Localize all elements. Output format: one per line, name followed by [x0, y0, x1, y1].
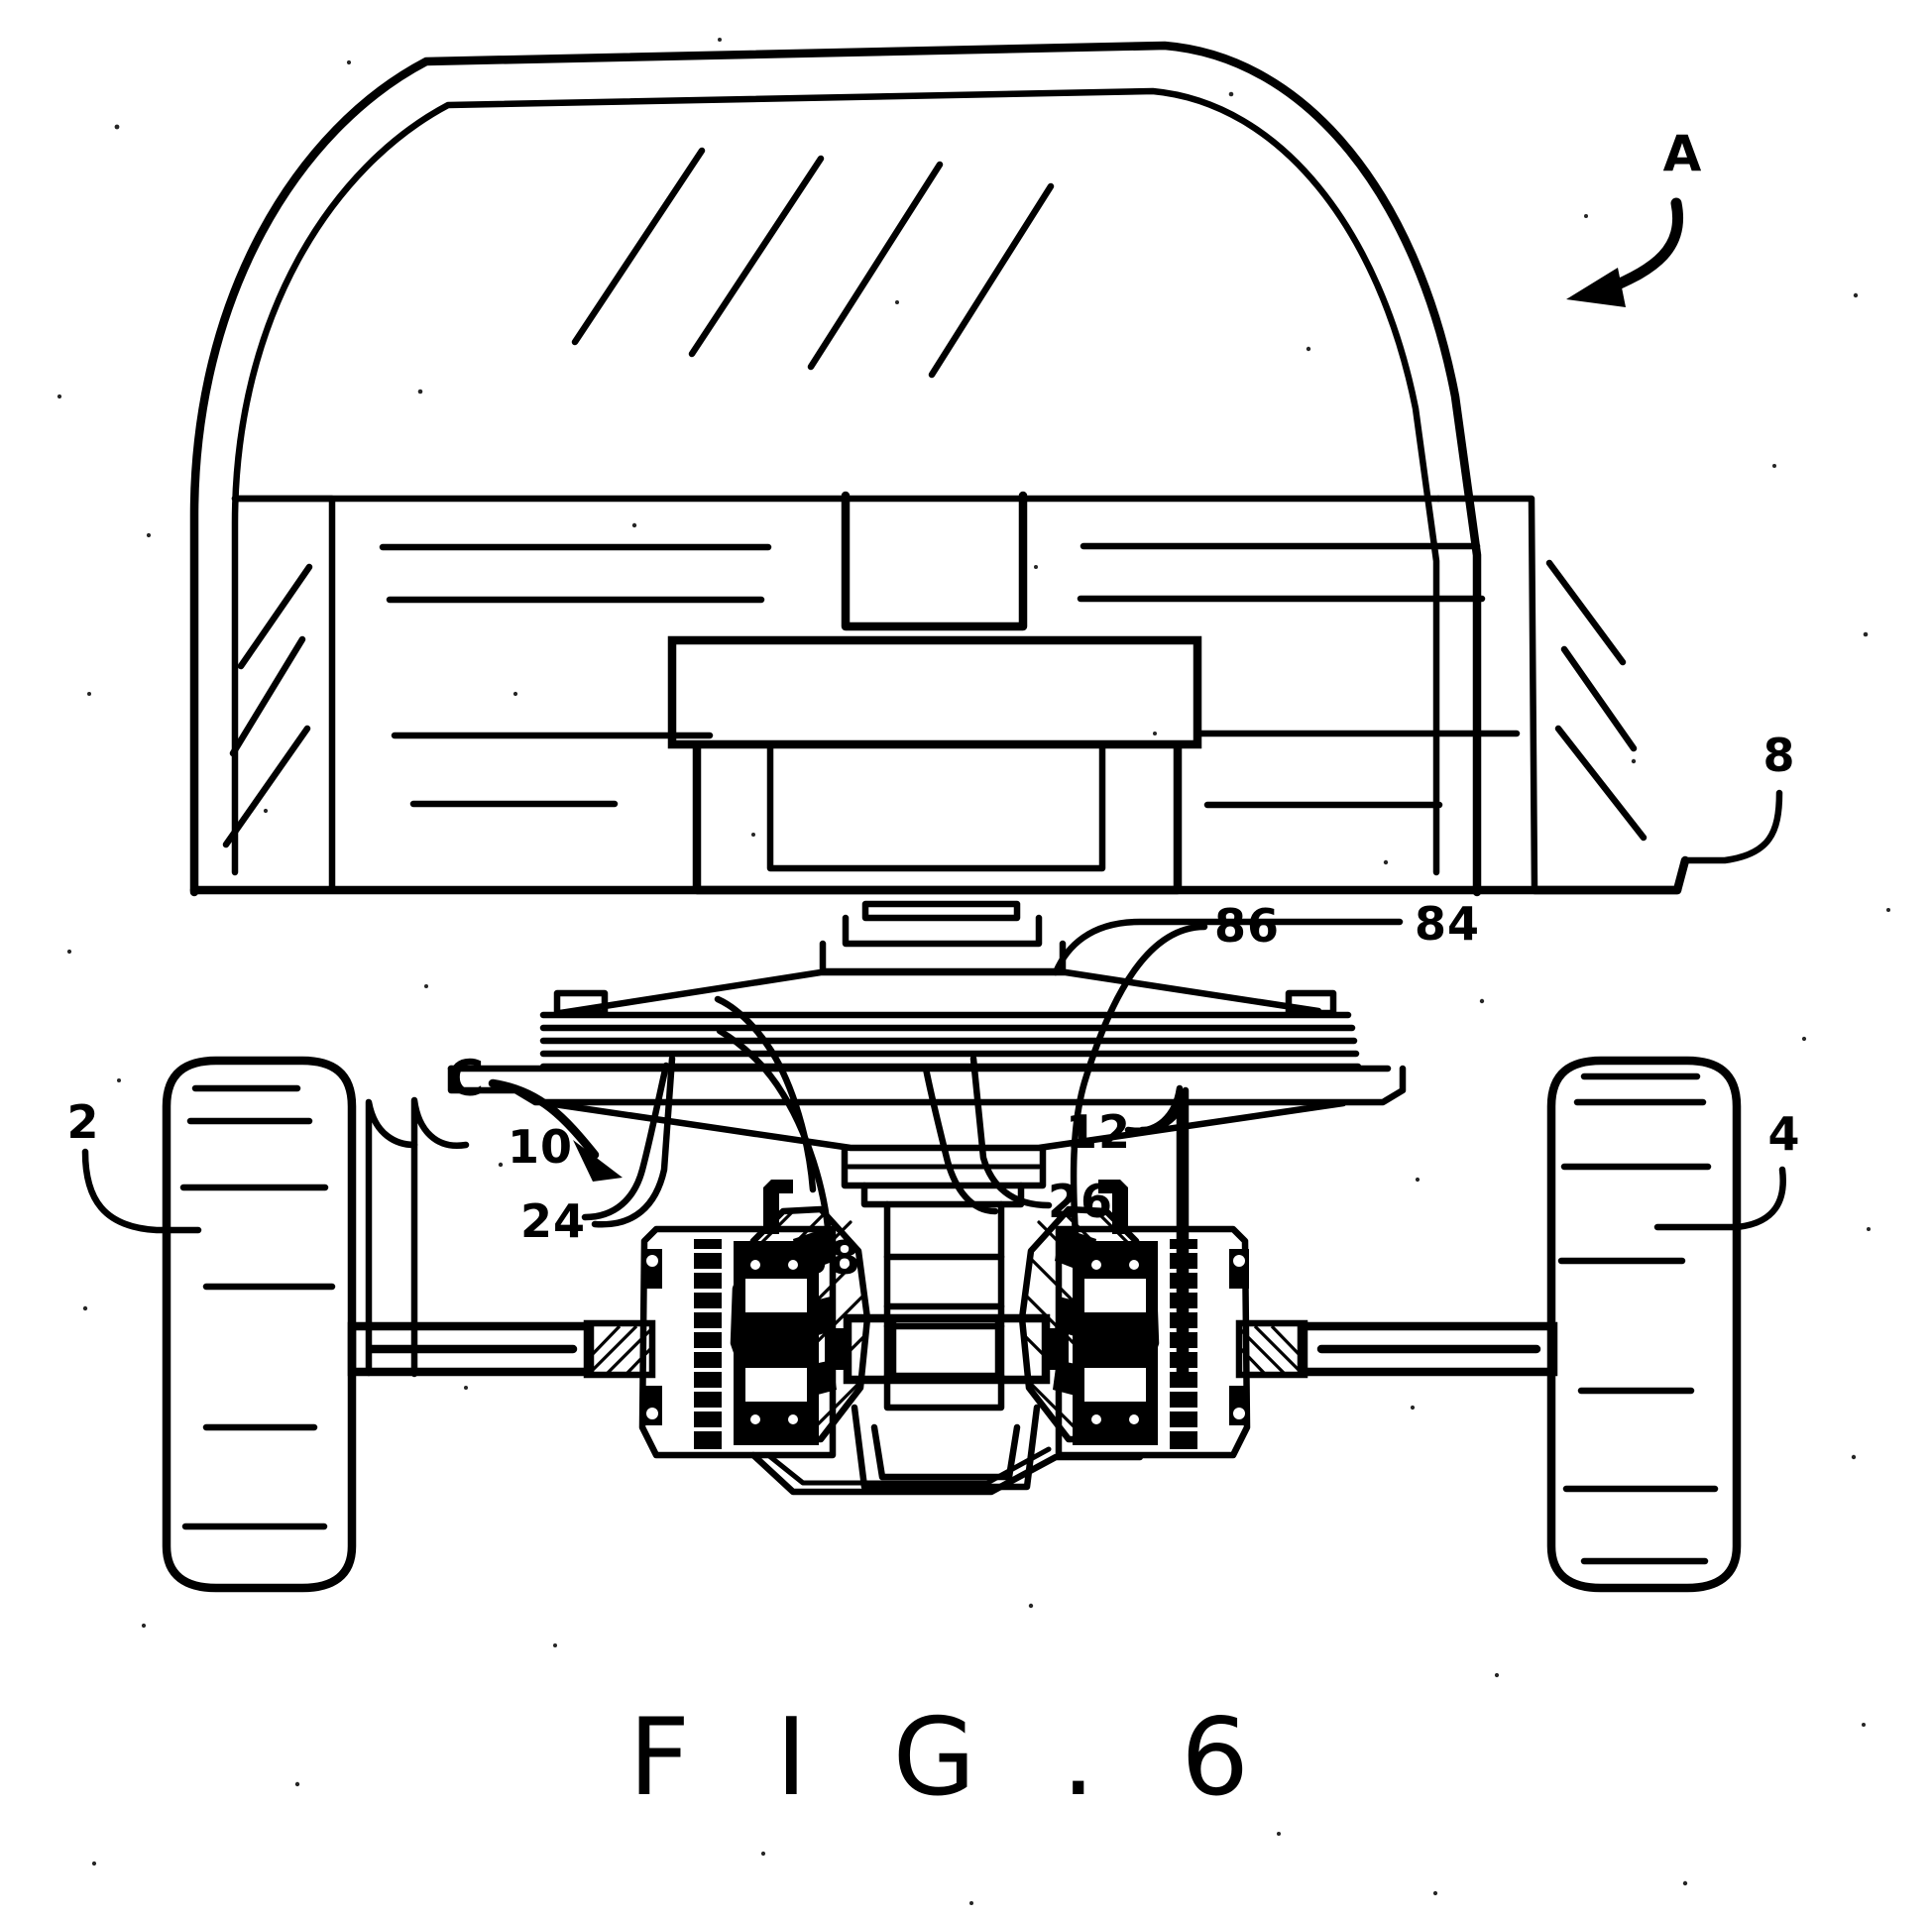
leader-24: [581, 1062, 670, 1221]
right-actuator-lever: [1098, 1180, 1128, 1234]
transmission-top-boss-3: [819, 940, 1067, 975]
rear-axle-assembly: [583, 1180, 1308, 1496]
figure-caption: F I G . 6: [628, 1696, 1275, 1820]
transmission-housing: [447, 900, 1407, 1208]
left-rear-wheel: [162, 1056, 357, 1593]
label-8: 8: [1762, 729, 1795, 782]
leader-26-line: [969, 1055, 1053, 1209]
transmission-hub-flange: [841, 1144, 1047, 1189]
leader-10: [365, 1098, 418, 1377]
left-actuator-lever: [763, 1180, 793, 1234]
scan-speckles: [57, 38, 1890, 1905]
tailgate-handle-recess: [841, 491, 1028, 631]
right-clutch-inner-detail: [1084, 1260, 1146, 1424]
label-4: 4: [1767, 1107, 1800, 1161]
leader-4: [1653, 1166, 1786, 1231]
differential-cone: [851, 1404, 1041, 1491]
transmission-top-boss-2: [842, 914, 1043, 948]
left-clutch-pack: [642, 1239, 819, 1449]
left-wheel-tread-lines: [179, 1084, 336, 1530]
transmission-plate-stack: [539, 1011, 1362, 1071]
right-taillight: [1434, 495, 1648, 894]
reference-numerals: A 8 84 86 C 2 10 24 88 26 12 4: [66, 125, 1800, 1285]
body-bottom-right-return: [1530, 855, 1690, 895]
right-taillight-hatch: [1545, 559, 1648, 842]
window-reflection-hatch: [571, 147, 1055, 379]
rear-window-glass: [231, 147, 1442, 503]
label-86: 86: [1214, 899, 1280, 953]
left-wheel-outline: [162, 1056, 357, 1593]
label-10: 10: [508, 1120, 573, 1174]
right-rear-wheel: [1546, 1056, 1742, 1593]
label-84: 84: [1415, 897, 1480, 951]
leader-lines-corrected: [410, 1027, 1184, 1378]
label-A: A: [1663, 125, 1702, 182]
vehicle-rear-body: [189, 41, 1482, 897]
body-inner-outline: [231, 87, 1440, 876]
leader-24-line: [591, 1055, 676, 1228]
tailgate-panel: [189, 491, 1690, 895]
leader-C-arrowhead: [573, 1140, 623, 1182]
label-24: 24: [520, 1194, 586, 1248]
differential-lower-pan: [749, 1451, 1144, 1496]
label-88: 88: [796, 1231, 861, 1285]
tailgate-crease-lines: [379, 542, 1521, 809]
label-C: C: [448, 1050, 485, 1107]
leader-8: [1681, 789, 1783, 864]
body-outer-outline: [189, 41, 1482, 897]
transmission-body-top: [556, 968, 1322, 1017]
leader-12-line: [1124, 1084, 1184, 1378]
transmission-right-boss: [1285, 989, 1337, 1017]
right-clutch-pack: [1073, 1239, 1249, 1449]
leader-84: [1052, 918, 1404, 976]
leader-26: [922, 1065, 999, 1215]
label-26: 26: [1048, 1175, 1113, 1228]
leader-A-arrowhead: [1566, 268, 1626, 307]
differential-carrier: [825, 1313, 1069, 1385]
left-clutch-plate-lines: [694, 1249, 722, 1431]
leader-A: [1600, 197, 1683, 295]
leader-88-line: [716, 1027, 833, 1241]
right-stub-shaft: [1235, 1319, 1308, 1379]
right-taillight-border: [1434, 495, 1538, 894]
right-housing-shell: [1055, 1225, 1251, 1459]
leader-C: [488, 1078, 600, 1160]
left-taillight-hatch: [222, 563, 313, 848]
transmission-hub-neck: [860, 1182, 1025, 1208]
leader-2: [81, 1148, 202, 1234]
left-taillight-border: [231, 495, 336, 894]
right-wheel-outline: [1546, 1056, 1742, 1593]
differential-cone-inner: [870, 1423, 1021, 1481]
leader-10-line: [410, 1096, 470, 1378]
license-plate-recess-inner: [766, 741, 1106, 872]
transmission-left-boss: [553, 989, 609, 1017]
left-housing-shell: [638, 1225, 837, 1459]
right-wheel-tread-lines: [1557, 1073, 1719, 1565]
label-2: 2: [66, 1095, 99, 1149]
left-clutch-inner-detail: [745, 1260, 807, 1424]
left-axle-shaft: [347, 1321, 595, 1377]
leader-lines: [81, 197, 1786, 1377]
rear-bumper: [667, 635, 1202, 749]
label-12: 12: [1066, 1105, 1131, 1159]
left-taillight: [222, 495, 336, 894]
differential-lower-pan-inner: [765, 1446, 1052, 1486]
leader-86: [1070, 923, 1208, 1258]
right-axle-shaft: [1297, 1321, 1558, 1377]
transmission-top-boss: [861, 900, 1021, 922]
